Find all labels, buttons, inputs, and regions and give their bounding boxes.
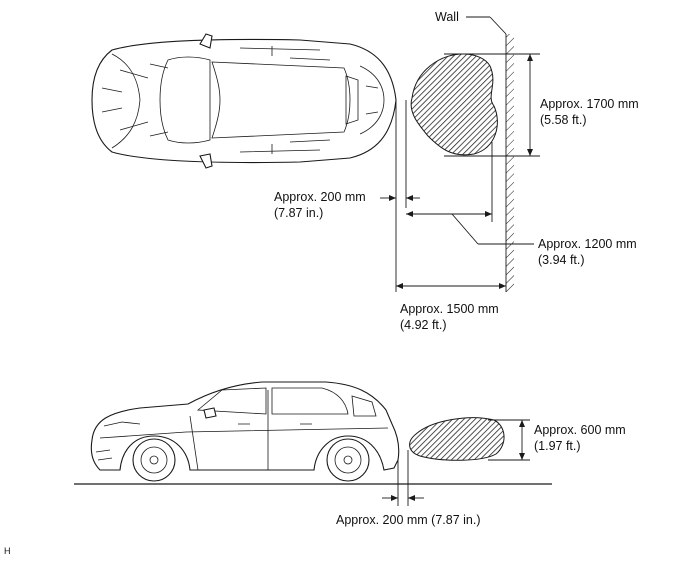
dim-200-top-in: (7.87 in.) [274,206,323,220]
dim-1700-mm: Approx. 1700 mm [540,97,639,111]
dim-1700-ft: (5.58 ft.) [540,113,587,127]
corner-mark: H [4,546,11,556]
wall-label: Wall [435,10,459,24]
dim-1200-mm: Approx. 1200 mm [538,237,637,251]
dim-1500-mm: Approx. 1500 mm [400,302,499,316]
car-side-view [90,381,400,482]
dimension-600 [488,419,530,461]
detection-zone-top [410,53,498,156]
dimension-200-top [380,100,420,292]
dim-200-side: Approx. 200 mm (7.87 in.) [336,513,481,527]
car-top-view [91,33,397,169]
dimension-1200 [406,142,534,245]
dimension-200-side [382,450,424,506]
dim-600-mm: Approx. 600 mm [534,423,626,437]
detection-zone-side [409,417,505,461]
dimension-1500 [396,283,506,289]
wall [466,16,514,292]
dim-200-top-mm: Approx. 200 mm [274,190,366,204]
dim-1500-ft: (4.92 ft.) [400,318,447,332]
dim-1200-ft: (3.94 ft.) [538,253,585,267]
dim-600-ft: (1.97 ft.) [534,439,581,453]
